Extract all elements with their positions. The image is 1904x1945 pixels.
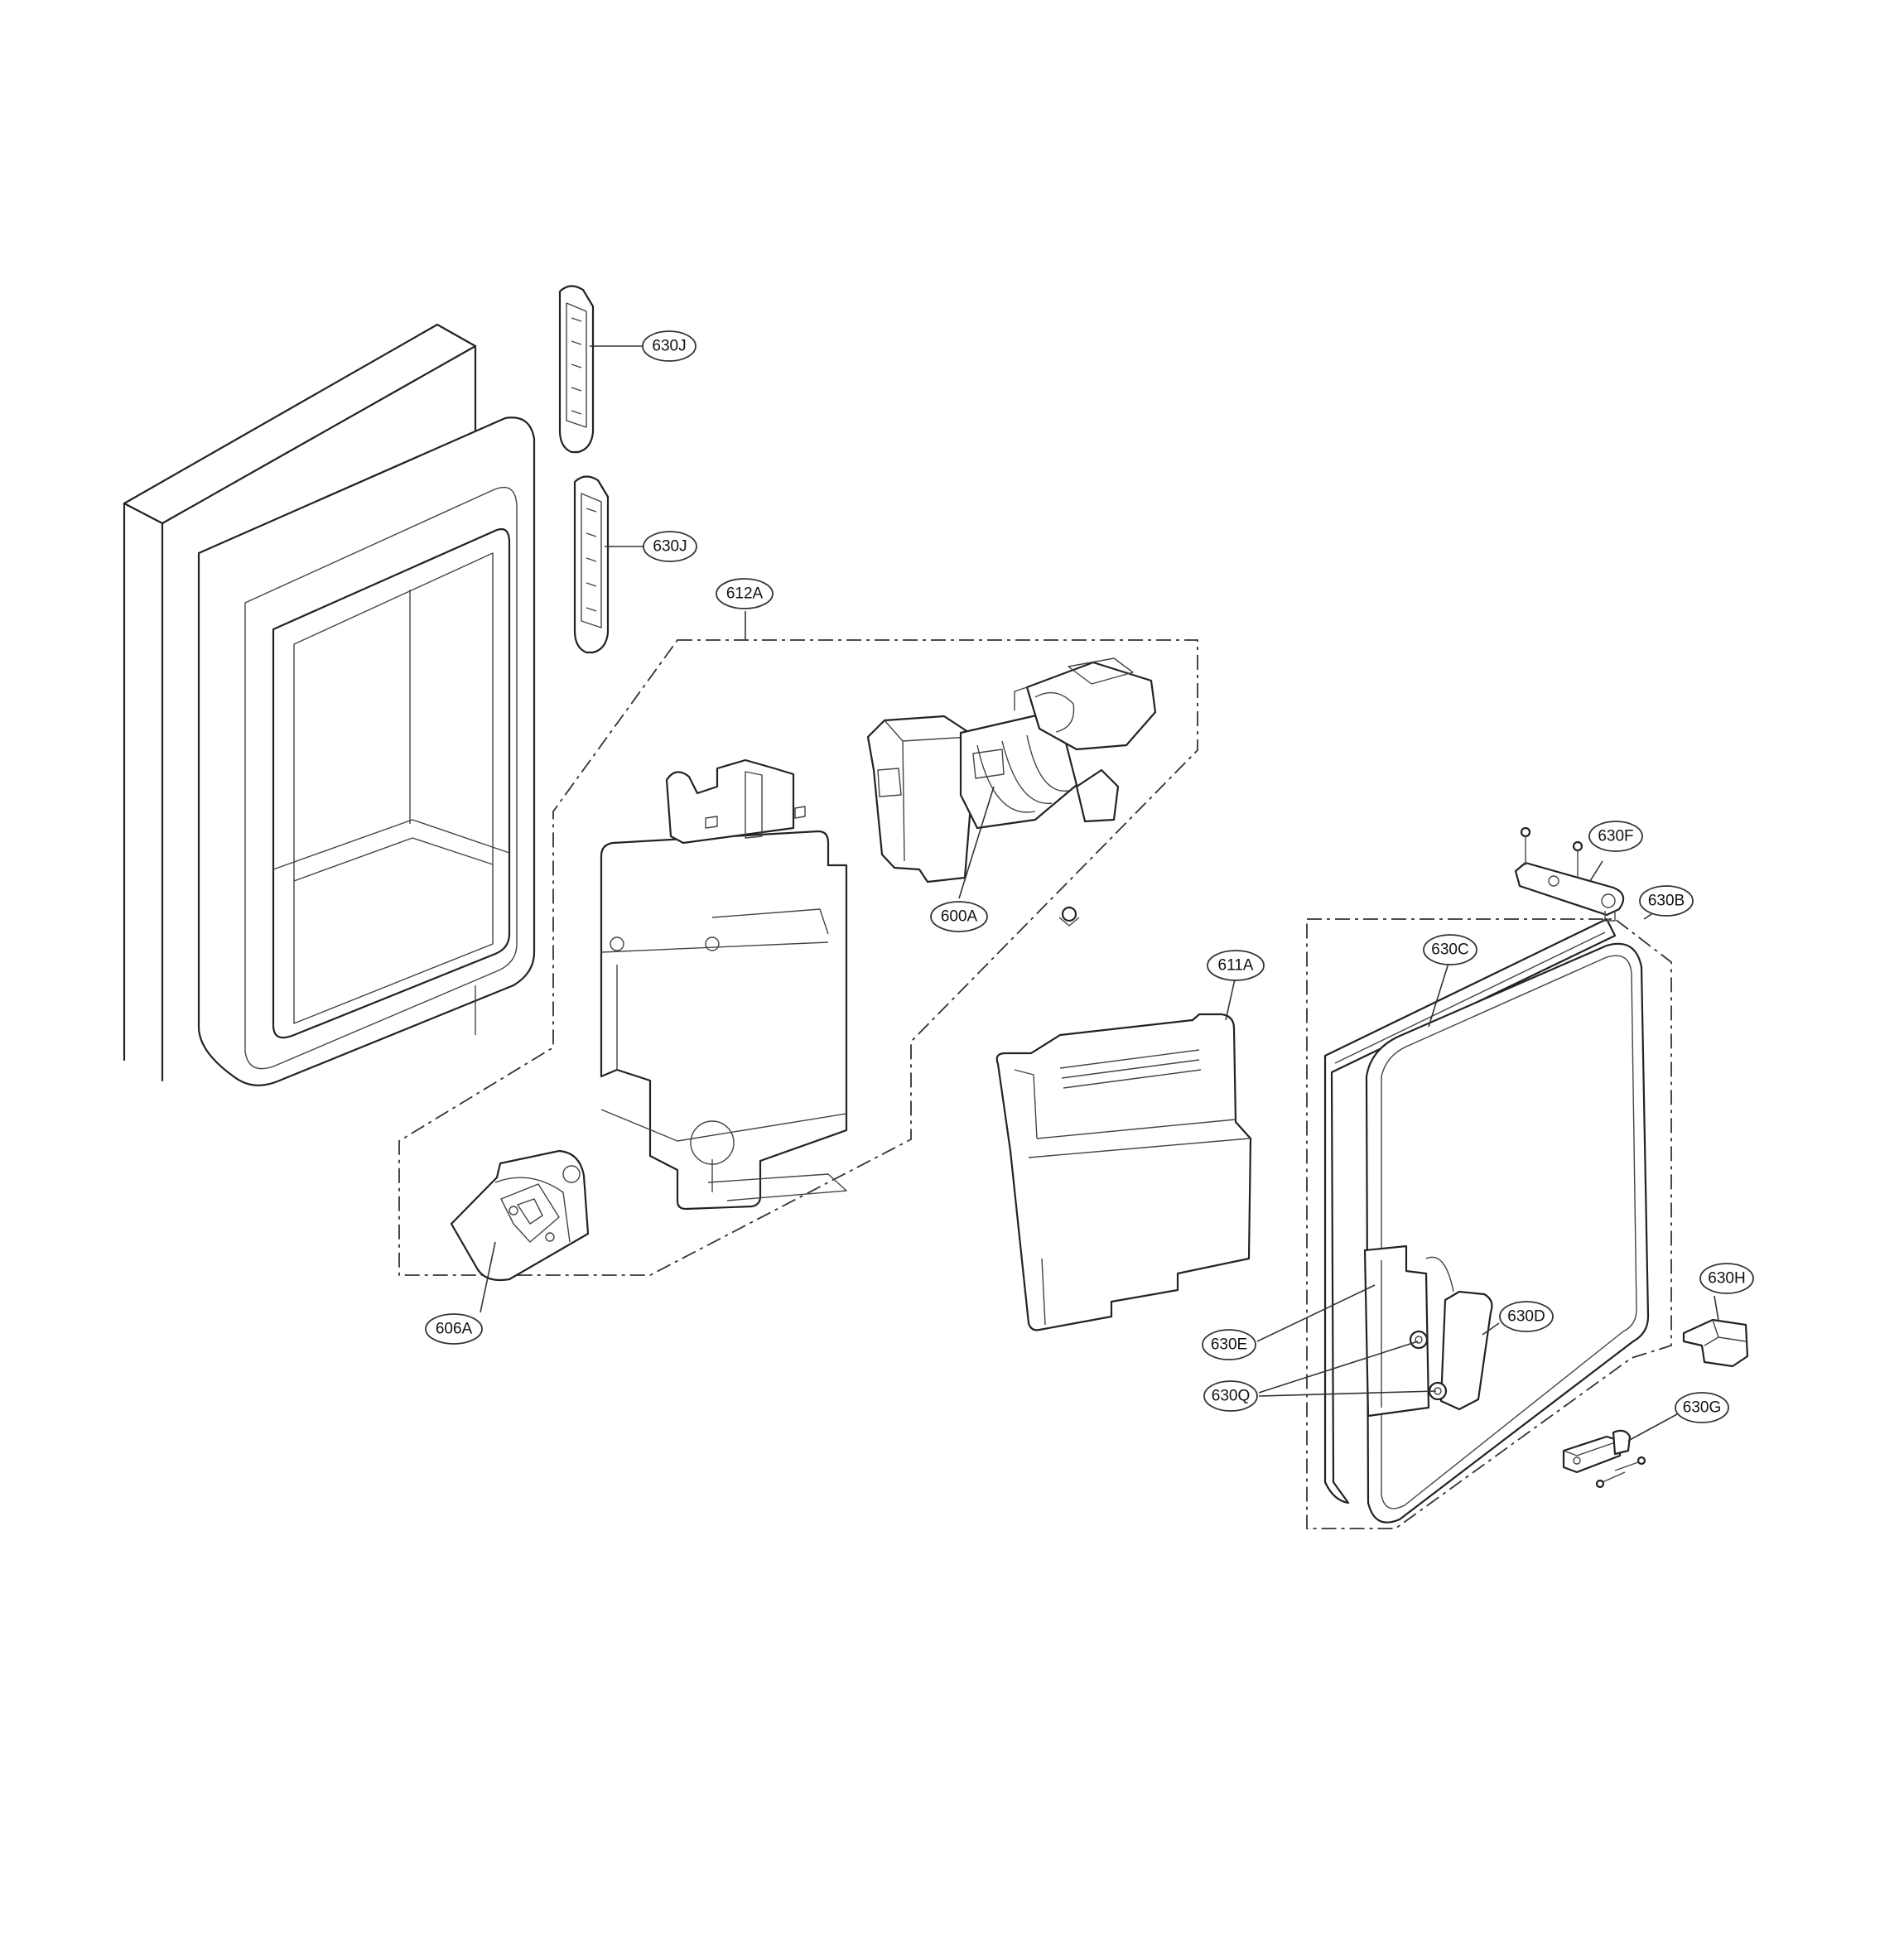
callout-630d: 630D <box>1499 1301 1554 1332</box>
svg-text:606A: 606A <box>436 1321 473 1338</box>
svg-text:630H: 630H <box>1708 1270 1745 1288</box>
svg-text:630J: 630J <box>653 538 687 556</box>
callout-600a: 600A <box>930 901 988 932</box>
callout-630h: 630H <box>1699 1263 1754 1294</box>
svg-text:630B: 630B <box>1648 893 1685 910</box>
callout-630g: 630G <box>1675 1392 1729 1423</box>
callout-606a: 606A <box>425 1313 483 1345</box>
callout-630c: 630C <box>1423 934 1477 965</box>
callout-630e: 630E <box>1202 1329 1256 1360</box>
svg-text:630Q: 630Q <box>1212 1388 1250 1405</box>
svg-text:630E: 630E <box>1211 1336 1247 1354</box>
callout-630q: 630Q <box>1203 1380 1258 1412</box>
svg-text:611A: 611A <box>1218 957 1254 975</box>
handle-cap-630j-upper <box>558 285 595 454</box>
bracket-630h <box>1682 1318 1749 1368</box>
callout-611a: 611A <box>1207 950 1265 981</box>
door-panel <box>123 323 536 1086</box>
flap-606a <box>450 1149 590 1282</box>
cover-611a <box>995 1013 1252 1331</box>
callout-630j-upper: 630J <box>642 330 697 362</box>
top-hinge-630f <box>1514 826 1625 922</box>
callout-612a: 612A <box>716 578 774 609</box>
svg-text:630C: 630C <box>1431 941 1468 959</box>
dispenser-housing <box>600 758 848 1211</box>
bottom-hinge-630g <box>1562 1429 1646 1489</box>
handle-cap-630j-lower <box>573 475 610 654</box>
svg-text:612A: 612A <box>726 585 764 603</box>
callout-630f: 630F <box>1588 821 1643 852</box>
assembly-630b-boundary <box>1306 918 1672 1529</box>
svg-text:600A: 600A <box>941 908 978 926</box>
leader-lines <box>480 345 1719 1442</box>
svg-text:630D: 630D <box>1507 1308 1545 1326</box>
svg-text:630F: 630F <box>1598 828 1633 845</box>
knob-screw <box>1058 906 1080 927</box>
assembly-612a-boundary <box>398 639 1198 1276</box>
callout-630j-lower: 630J <box>643 531 697 562</box>
callout-630b: 630B <box>1639 885 1694 917</box>
svg-text:630G: 630G <box>1683 1399 1721 1417</box>
svg-text:630J: 630J <box>652 338 686 355</box>
actuator-600a <box>866 657 1157 883</box>
door-630b <box>1323 917 1650 1524</box>
